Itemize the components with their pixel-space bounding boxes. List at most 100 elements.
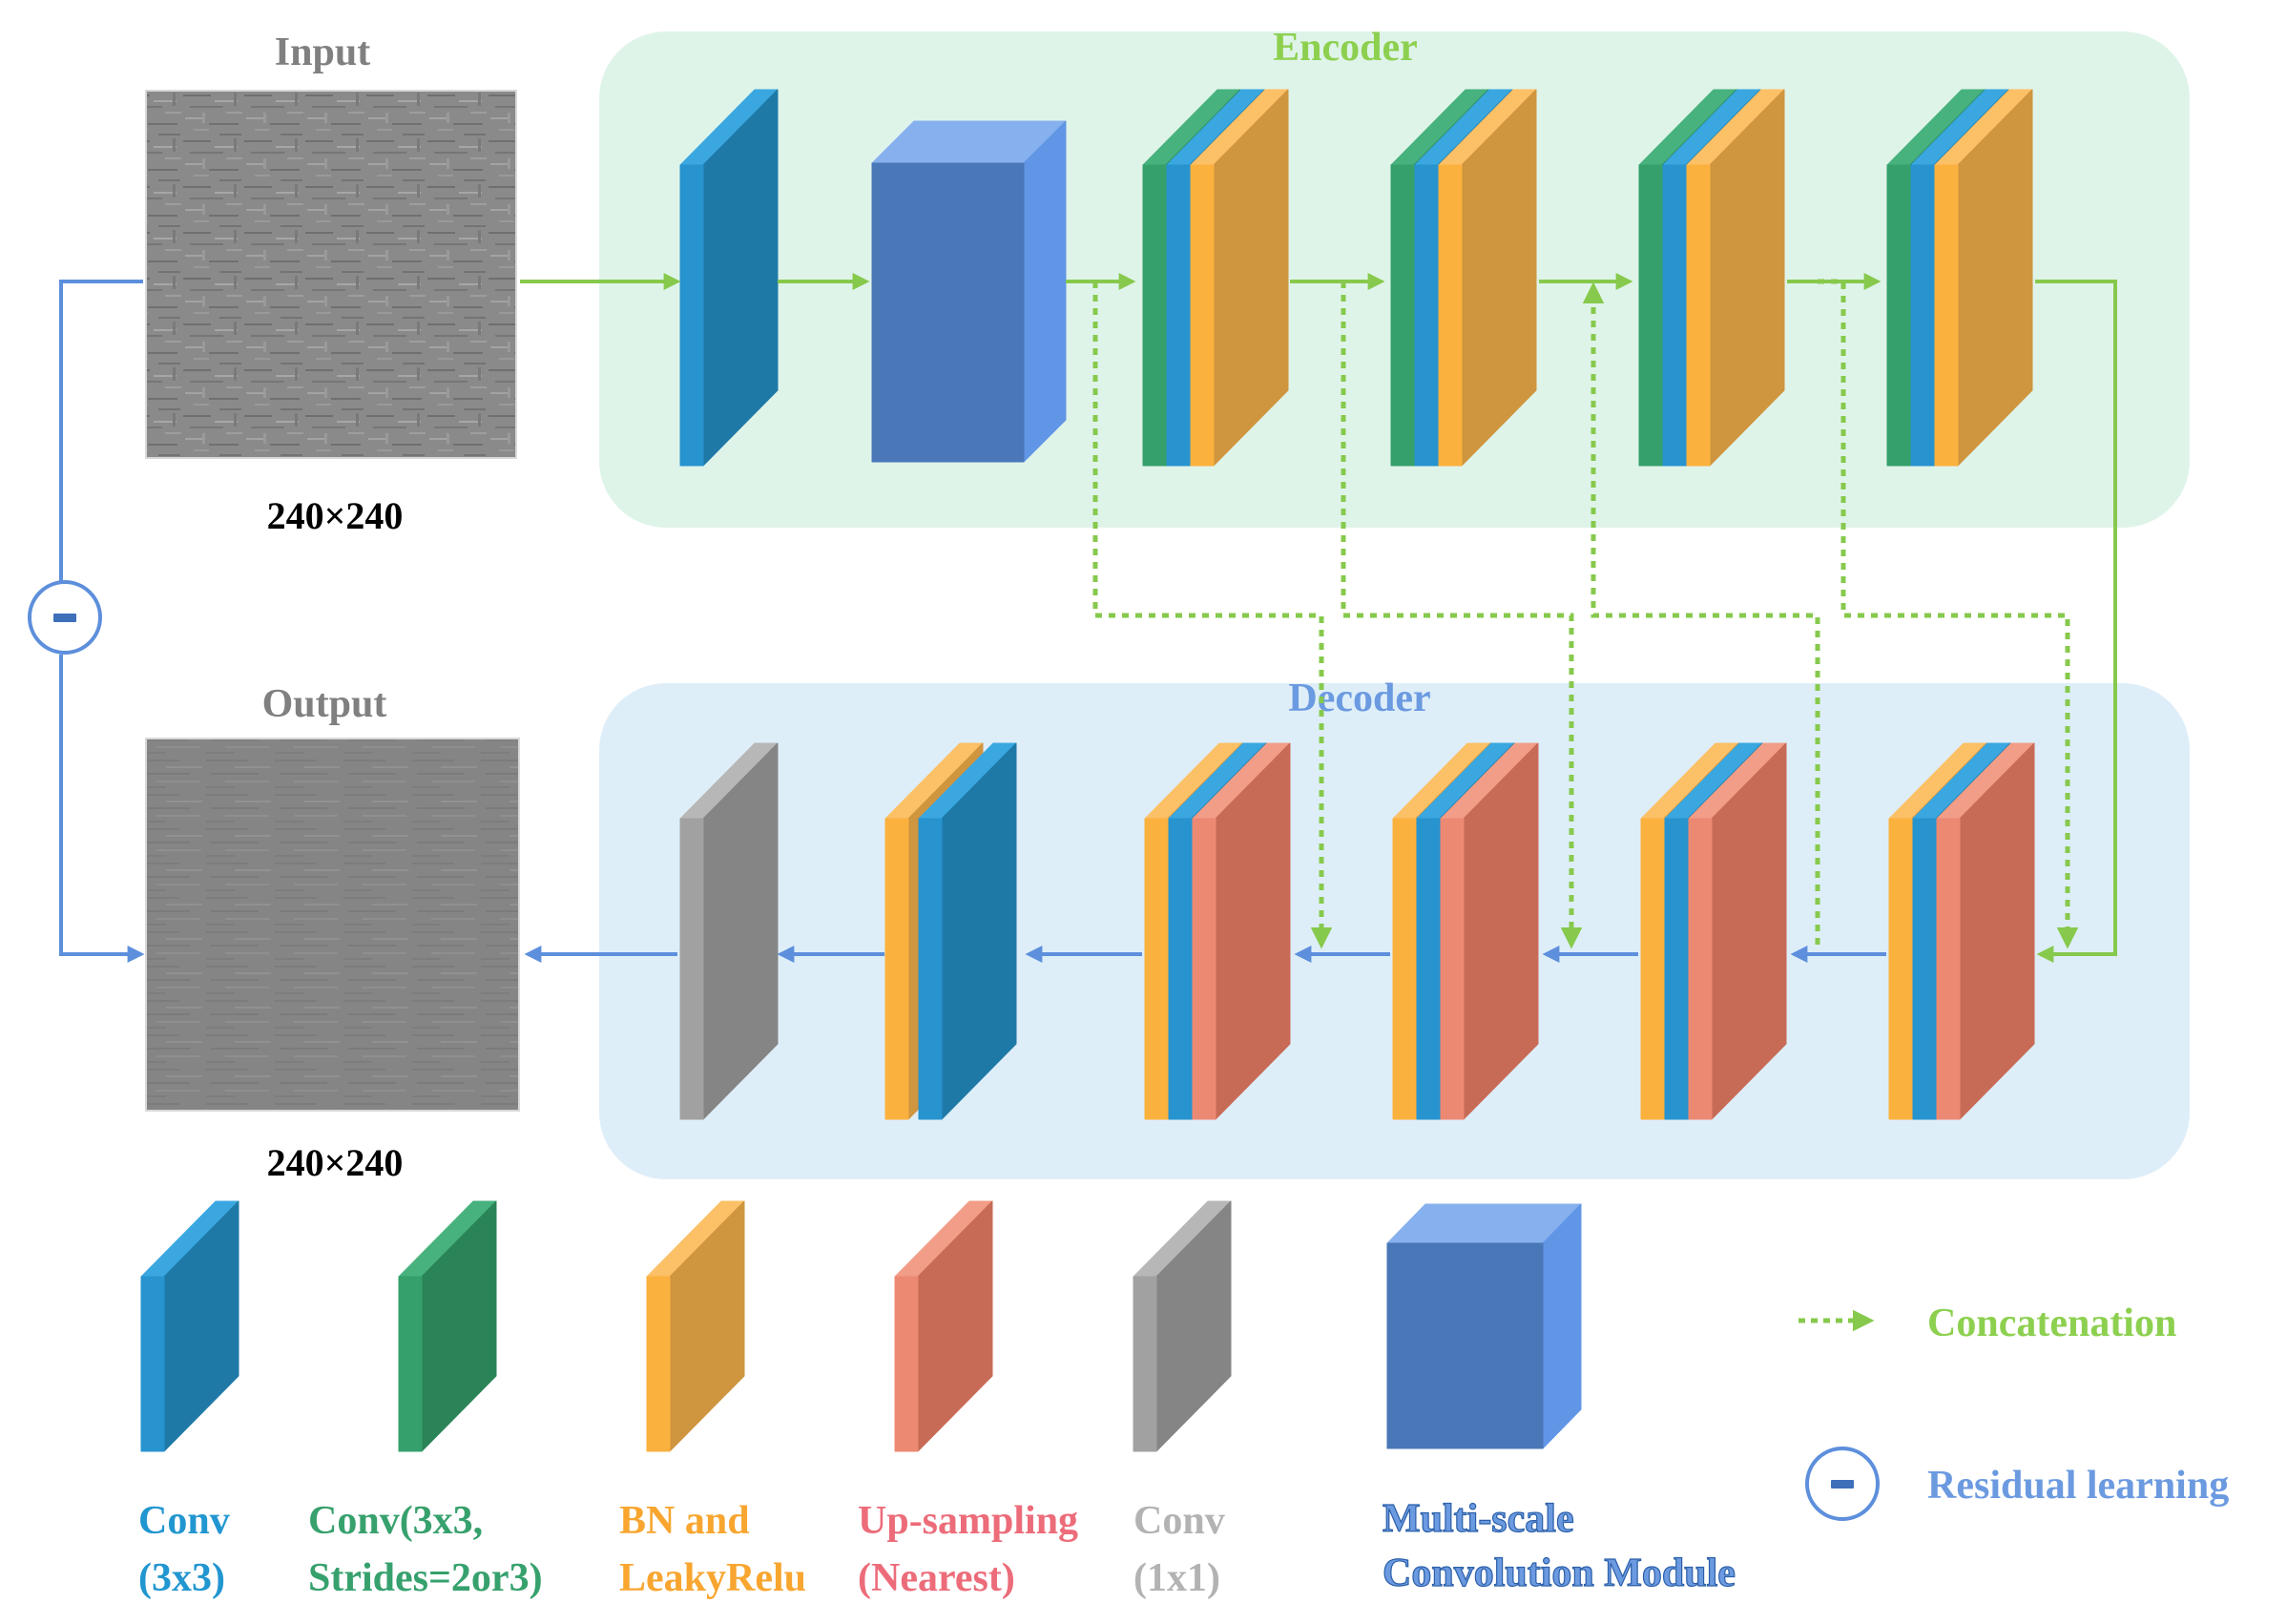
decoder-stage-4-bn-relu-front (1888, 818, 1913, 1120)
decoder-stage-4-conv3x3-front (1912, 818, 1937, 1120)
skip-connection-2 (1341, 281, 1583, 949)
decoder-stage-1-upsampling-front (1192, 818, 1216, 1120)
encoder-multiscale-module-front (871, 162, 1025, 463)
legend-conv3x3-line2: (3x3) (138, 1556, 225, 1600)
decoder-stage-2-upsampling (1440, 742, 1539, 1120)
encoder-stage-4-conv3x3-front (1910, 164, 1935, 467)
legend-bn-relu-icon (646, 1200, 745, 1452)
decoder-stage-1-conv3x3-front (1168, 818, 1193, 1120)
encoder-multiscale-module-side (1023, 120, 1067, 463)
output-image (145, 738, 520, 1112)
legend-conv1x1-label: Conv (1x1) (1133, 1499, 1235, 1600)
residual-minus-icon (28, 580, 102, 655)
residual-line (59, 280, 143, 584)
legend-msc-label: Multi-scale Convolution Module (1383, 1497, 1736, 1595)
legend-bn-relu-line1: BN and (619, 1499, 750, 1543)
encoder-stage-4-bn-relu-front (1934, 164, 1959, 467)
legend-msc-icon (1386, 1203, 1582, 1449)
bottleneck-arrow (2035, 280, 2117, 963)
encoder-title: Encoder (1273, 26, 1418, 70)
legend-msc-icon-side (1542, 1203, 1582, 1449)
decoder-stage-3-conv3x3-front (1664, 818, 1689, 1120)
decoder-stage-4-upsampling (1936, 742, 2035, 1120)
skip-connections (1092, 279, 2079, 949)
encoder-stage-1-bn-relu (1190, 89, 1289, 467)
encoder-conv3x3-block (679, 89, 779, 467)
encoder-multiscale-module (871, 120, 1067, 463)
legend-conv-stride-line1: Conv(3x3, (308, 1499, 483, 1543)
encoder-stage-4-bn-relu (1934, 89, 2033, 467)
legend-conv3x3-icon-front (140, 1276, 165, 1452)
legend-conv-stride-label: Conv(3x3, Strides=2or3) (308, 1499, 543, 1600)
legend-conv-stride-icon-front (398, 1276, 423, 1452)
legend-bn-relu-icon-front (646, 1276, 671, 1452)
input-size-label: 240×240 (267, 494, 404, 537)
encoder-stage-3-bn-relu (1686, 89, 1785, 467)
encoder-stage-1-bn-relu-front (1190, 164, 1215, 467)
encoder-stage-3-conv3x3-front (1662, 164, 1687, 467)
decoder-stage-1-bn-relu-front (1144, 818, 1169, 1120)
legend-residual-icon (1805, 1447, 1880, 1521)
input-image (145, 90, 517, 459)
legend-upsampling-label: Up-sampling (Nearest) (858, 1499, 1089, 1600)
input-title: Input (275, 31, 370, 74)
output-size-label: 240×240 (267, 1141, 404, 1184)
legend-conv3x3-icon (140, 1200, 239, 1452)
layer-blocks (679, 89, 2035, 1120)
decoder-final-conv3x3 (918, 742, 1017, 1120)
residual-arrow (59, 655, 145, 963)
legend-conv1x1-icon-side (1155, 1200, 1232, 1452)
encoder-stage-2-conv3x3-front (1414, 164, 1439, 467)
encoder-stage-3-bn-relu-front (1686, 164, 1711, 467)
encoder-conv3x3-block-front (679, 164, 704, 467)
legend-upsampling-icon-front (894, 1276, 919, 1452)
legend-conv1x1-icon (1133, 1200, 1232, 1452)
encoder-stage-1-strided-conv-front (1142, 164, 1167, 467)
legend-conv1x1-icon-front (1133, 1276, 1157, 1452)
legend-upsampling-icon-side (917, 1200, 993, 1452)
encoder-stage-4-strided-conv-front (1886, 164, 1911, 467)
decoder-title: Decoder (1288, 677, 1430, 720)
skip-connection-4 (1582, 281, 1820, 945)
legend-conv-stride-icon-side (421, 1200, 497, 1452)
residual-path (59, 280, 145, 963)
legend-conv1x1-line1: Conv (1133, 1499, 1225, 1543)
encoder-stage-1-conv3x3-front (1166, 164, 1191, 467)
legend-conv3x3-icon-side (163, 1200, 239, 1452)
decoder-stage-3-upsampling (1688, 742, 1787, 1120)
legend-conv3x3-line1: Conv (138, 1499, 230, 1543)
legend-msc-icon-front (1386, 1242, 1544, 1449)
encoder-stage-2-strided-conv-front (1390, 164, 1415, 467)
skip-connection-3 (1818, 279, 2079, 949)
decoder-stage-2-upsampling-front (1440, 818, 1465, 1120)
legend-blocks (140, 1200, 1582, 1452)
legend-upsampling-line2: (Nearest) (858, 1556, 1015, 1600)
decoder-stage-2-conv3x3-front (1416, 818, 1441, 1120)
legend-bn-relu-label: BN and LeakyRelu (619, 1499, 806, 1600)
legend-residual-label: Residual learning (1927, 1464, 2229, 1508)
legend-msc-line1: Multi-scale (1383, 1497, 1574, 1541)
decoder-stage-3-upsampling-front (1688, 818, 1713, 1120)
output-title: Output (262, 682, 387, 726)
legend-upsampling-line1: Up-sampling (858, 1499, 1078, 1543)
decoder-stage-3-bn-relu-front (1640, 818, 1665, 1120)
decoder-final-bn-relu-front (884, 818, 909, 1120)
legend-conv1x1-line2: (1x1) (1133, 1556, 1220, 1600)
encoder-stage-2-bn-relu (1438, 89, 1537, 467)
encoder-stage-2-bn-relu-front (1438, 164, 1463, 467)
legend-bn-relu-line2: LeakyRelu (619, 1556, 806, 1600)
encoder-stage-3-strided-conv-front (1638, 164, 1663, 467)
decoder-conv1x1-block (679, 742, 779, 1120)
legend-upsampling-icon (894, 1200, 993, 1452)
decoder-final-conv3x3-front (918, 818, 943, 1120)
legend-bn-relu-icon-side (669, 1200, 745, 1452)
decoder-stage-4-upsampling-front (1936, 818, 1961, 1120)
legend-concatenation-label: Concatenation (1927, 1301, 2176, 1345)
decoder-conv1x1-block-front (679, 818, 704, 1120)
decoder-stage-1-upsampling (1192, 742, 1291, 1120)
decoder-stage-2-bn-relu-front (1392, 818, 1417, 1120)
legend-conv-stride-line2: Strides=2or3) (308, 1556, 543, 1600)
legend-conv3x3-label: Conv (3x3) (138, 1499, 239, 1600)
legend-conv-stride-icon (398, 1200, 497, 1452)
